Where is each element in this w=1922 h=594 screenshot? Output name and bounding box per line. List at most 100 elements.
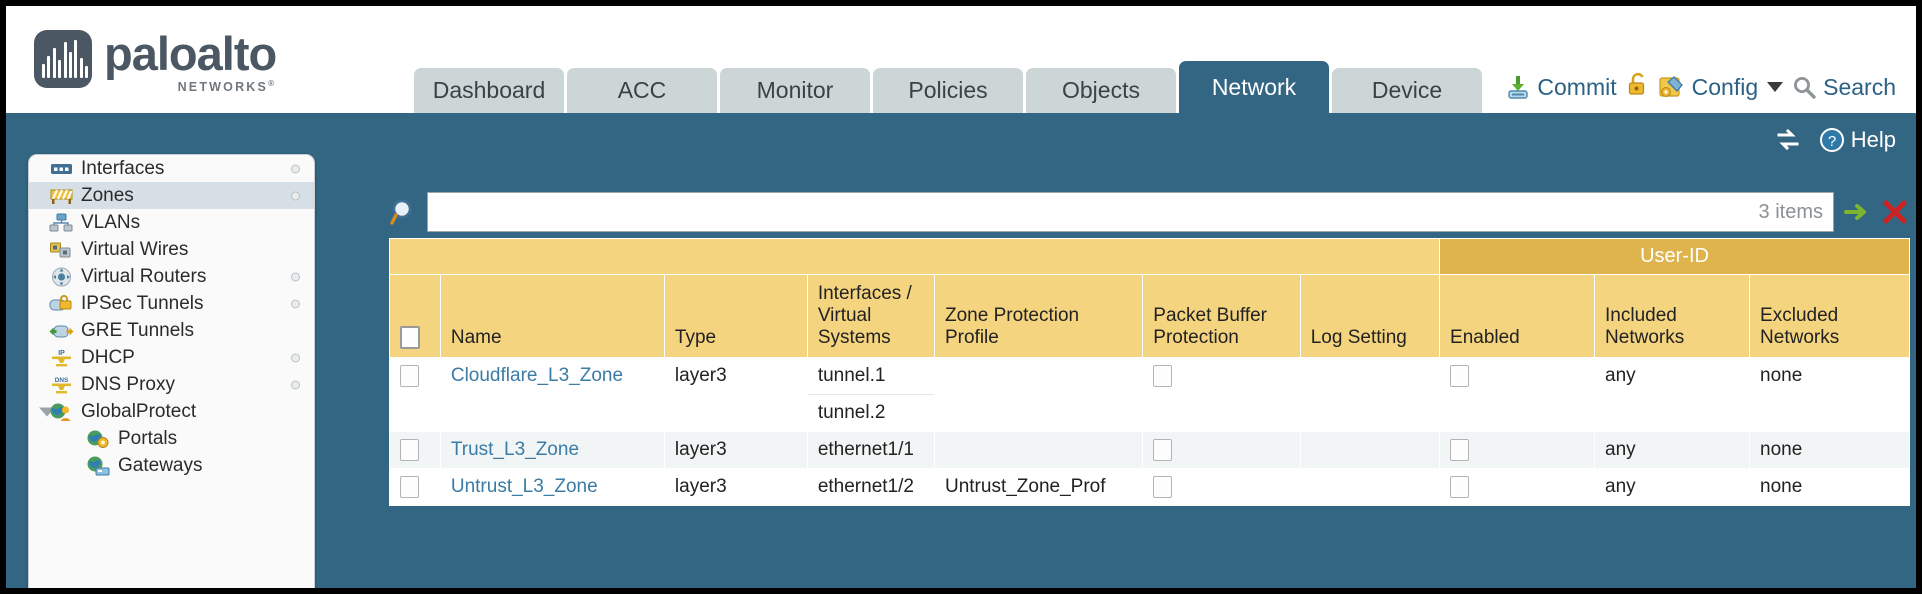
column-header-userid-enabled[interactable]: Enabled [1439,274,1596,358]
vlans-icon [49,213,74,233]
cell-userid-enabled[interactable] [1439,468,1596,507]
tab-acc[interactable]: ACC [567,68,717,113]
sidebar-item-gre-tunnels[interactable]: GRE Tunnels [29,317,314,344]
table-header-row: Name Type Interfaces / Virtual Systems Z… [389,274,1910,358]
search-button[interactable]: Search [1792,74,1896,101]
cell-name[interactable]: Trust_L3_Zone [439,430,665,470]
tab-dashboard[interactable]: Dashboard [414,68,564,113]
zone-name-link[interactable]: Untrust_L3_Zone [450,476,598,498]
sidebar-item-label: VLANs [81,212,141,233]
sidebar-item-virtual-wires[interactable]: Virtual Wires [29,236,314,263]
packet-buffer-protection-checkbox[interactable] [1153,439,1173,461]
cell-packet-buffer-protection[interactable] [1142,357,1301,432]
tab-objects[interactable]: Objects [1026,68,1176,113]
tab-policies[interactable]: Policies [873,68,1023,113]
sidebar-status-dot [291,164,300,173]
refresh-icon[interactable] [1775,128,1801,152]
dns-proxy-icon: DNS [49,375,74,395]
sidebar-item-ipsec-tunnels[interactable]: IPSec Tunnels [29,290,314,317]
sidebar-item-dns-proxy[interactable]: DNS DNS Proxy [29,371,314,398]
zone-name-link[interactable]: Trust_L3_Zone [450,439,580,460]
search-input[interactable] [428,193,1759,231]
help-button[interactable]: ? Help [1819,127,1896,153]
sidebar-item-dhcp[interactable]: IP DHCP [29,344,314,371]
column-header-type[interactable]: Type [663,274,808,358]
group-header-userid: User-ID [1439,238,1910,275]
sidebar-item-label: Zones [81,185,134,206]
userid-enabled-checkbox[interactable] [1450,476,1470,499]
column-header-zone-protection-profile[interactable]: Zone Protection Profile [933,274,1144,358]
brand-name: paloalto [104,27,277,80]
brand-tagline: NETWORKS® [177,79,277,95]
sidebar-item-label: Gateways [118,455,203,476]
row-select-cell[interactable] [389,468,441,507]
brand-logo[interactable]: paloalto NETWORKS® [34,27,277,95]
cell-userid-enabled[interactable] [1439,357,1596,432]
cell-packet-buffer-protection[interactable] [1142,430,1301,470]
svg-text:?: ? [1828,133,1836,150]
network-sidebar: Interfaces Zones [28,154,315,588]
sidebar-item-virtual-routers[interactable]: Virtual Routers [29,263,314,290]
tab-network[interactable]: Network [1179,61,1329,113]
zone-name-link[interactable]: Cloudflare_L3_Zone [450,365,624,386]
table-row[interactable]: Cloudflare_L3_Zone layer3 tunnel.1 tunne… [389,357,1910,432]
interface-entry: tunnel.1 [807,358,934,395]
sidebar-item-label: GlobalProtect [81,401,197,422]
commit-button[interactable]: Commit [1505,74,1617,101]
search-filter-icon[interactable] [389,197,419,227]
table-row[interactable]: Untrust_L3_Zone layer3 ethernet1/2 Untru… [389,468,1910,507]
clear-filter-button[interactable] [1880,197,1910,227]
sidebar-item-interfaces[interactable]: Interfaces [29,155,314,182]
row-select-cell[interactable] [389,357,441,432]
row-select-cell[interactable] [389,430,441,470]
userid-enabled-checkbox[interactable] [1450,365,1470,387]
paloalto-logo-icon [34,30,92,88]
lock-icon[interactable] [1626,71,1650,103]
portals-icon [86,429,111,449]
cell-name[interactable]: Cloudflare_L3_Zone [439,357,665,432]
cell-name[interactable]: Untrust_L3_Zone [439,468,665,507]
cell-included-networks: any [1594,357,1751,432]
main-tab-bar: Dashboard ACC Monitor Policies Objects N… [414,61,1482,113]
svg-text:IP: IP [58,350,65,357]
sidebar-status-dot [291,299,300,308]
column-header-name[interactable]: Name [439,274,665,358]
userid-enabled-checkbox[interactable] [1450,439,1470,461]
row-checkbox[interactable] [400,476,419,499]
column-header-packet-buffer-protection[interactable]: Packet Buffer Protection [1142,274,1301,358]
column-header-excluded-networks[interactable]: Excluded Networks [1749,274,1910,358]
row-checkbox[interactable] [400,439,419,461]
expander-triangle-icon[interactable] [39,407,55,416]
table-row[interactable]: Trust_L3_Zone layer3 ethernet1/1 any non… [389,430,1910,470]
packet-buffer-protection-checkbox[interactable] [1153,365,1173,387]
sidebar-item-vlans[interactable]: VLANs [29,209,314,236]
sub-header-bar: ? Help [6,113,1916,175]
sidebar-item-globalprotect[interactable]: GlobalProtect [29,398,314,425]
column-header-interfaces[interactable]: Interfaces / Virtual Systems [806,274,935,358]
search-input-wrapper[interactable]: 3 items [427,192,1834,232]
packet-buffer-protection-checkbox[interactable] [1153,476,1173,499]
column-header-log-setting[interactable]: Log Setting [1299,274,1441,358]
cell-included-networks: any [1594,430,1751,470]
tab-monitor[interactable]: Monitor [720,68,870,113]
chevron-down-icon[interactable] [1767,82,1784,92]
apply-filter-button[interactable] [1842,197,1872,227]
sidebar-status-dot [291,380,300,389]
cell-packet-buffer-protection[interactable] [1142,468,1301,507]
zones-icon [49,186,74,206]
row-checkbox[interactable] [400,365,419,387]
group-header-spacer [388,238,1441,275]
cell-userid-enabled[interactable] [1439,430,1596,470]
column-header-included-networks[interactable]: Included Networks [1594,274,1751,358]
config-button[interactable]: Config [1659,74,1784,101]
sidebar-item-label: DNS Proxy [81,374,175,395]
tab-device[interactable]: Device [1332,68,1482,113]
select-all-header[interactable] [389,274,441,358]
config-icon [1659,76,1683,97]
gateways-icon [86,456,111,476]
sidebar-item-zones[interactable]: Zones [29,182,314,209]
select-all-checkbox[interactable] [400,326,420,349]
sidebar-item-portals[interactable]: Portals [29,425,314,452]
virtual-routers-icon [49,267,74,287]
sidebar-item-gateways[interactable]: Gateways [29,452,314,479]
